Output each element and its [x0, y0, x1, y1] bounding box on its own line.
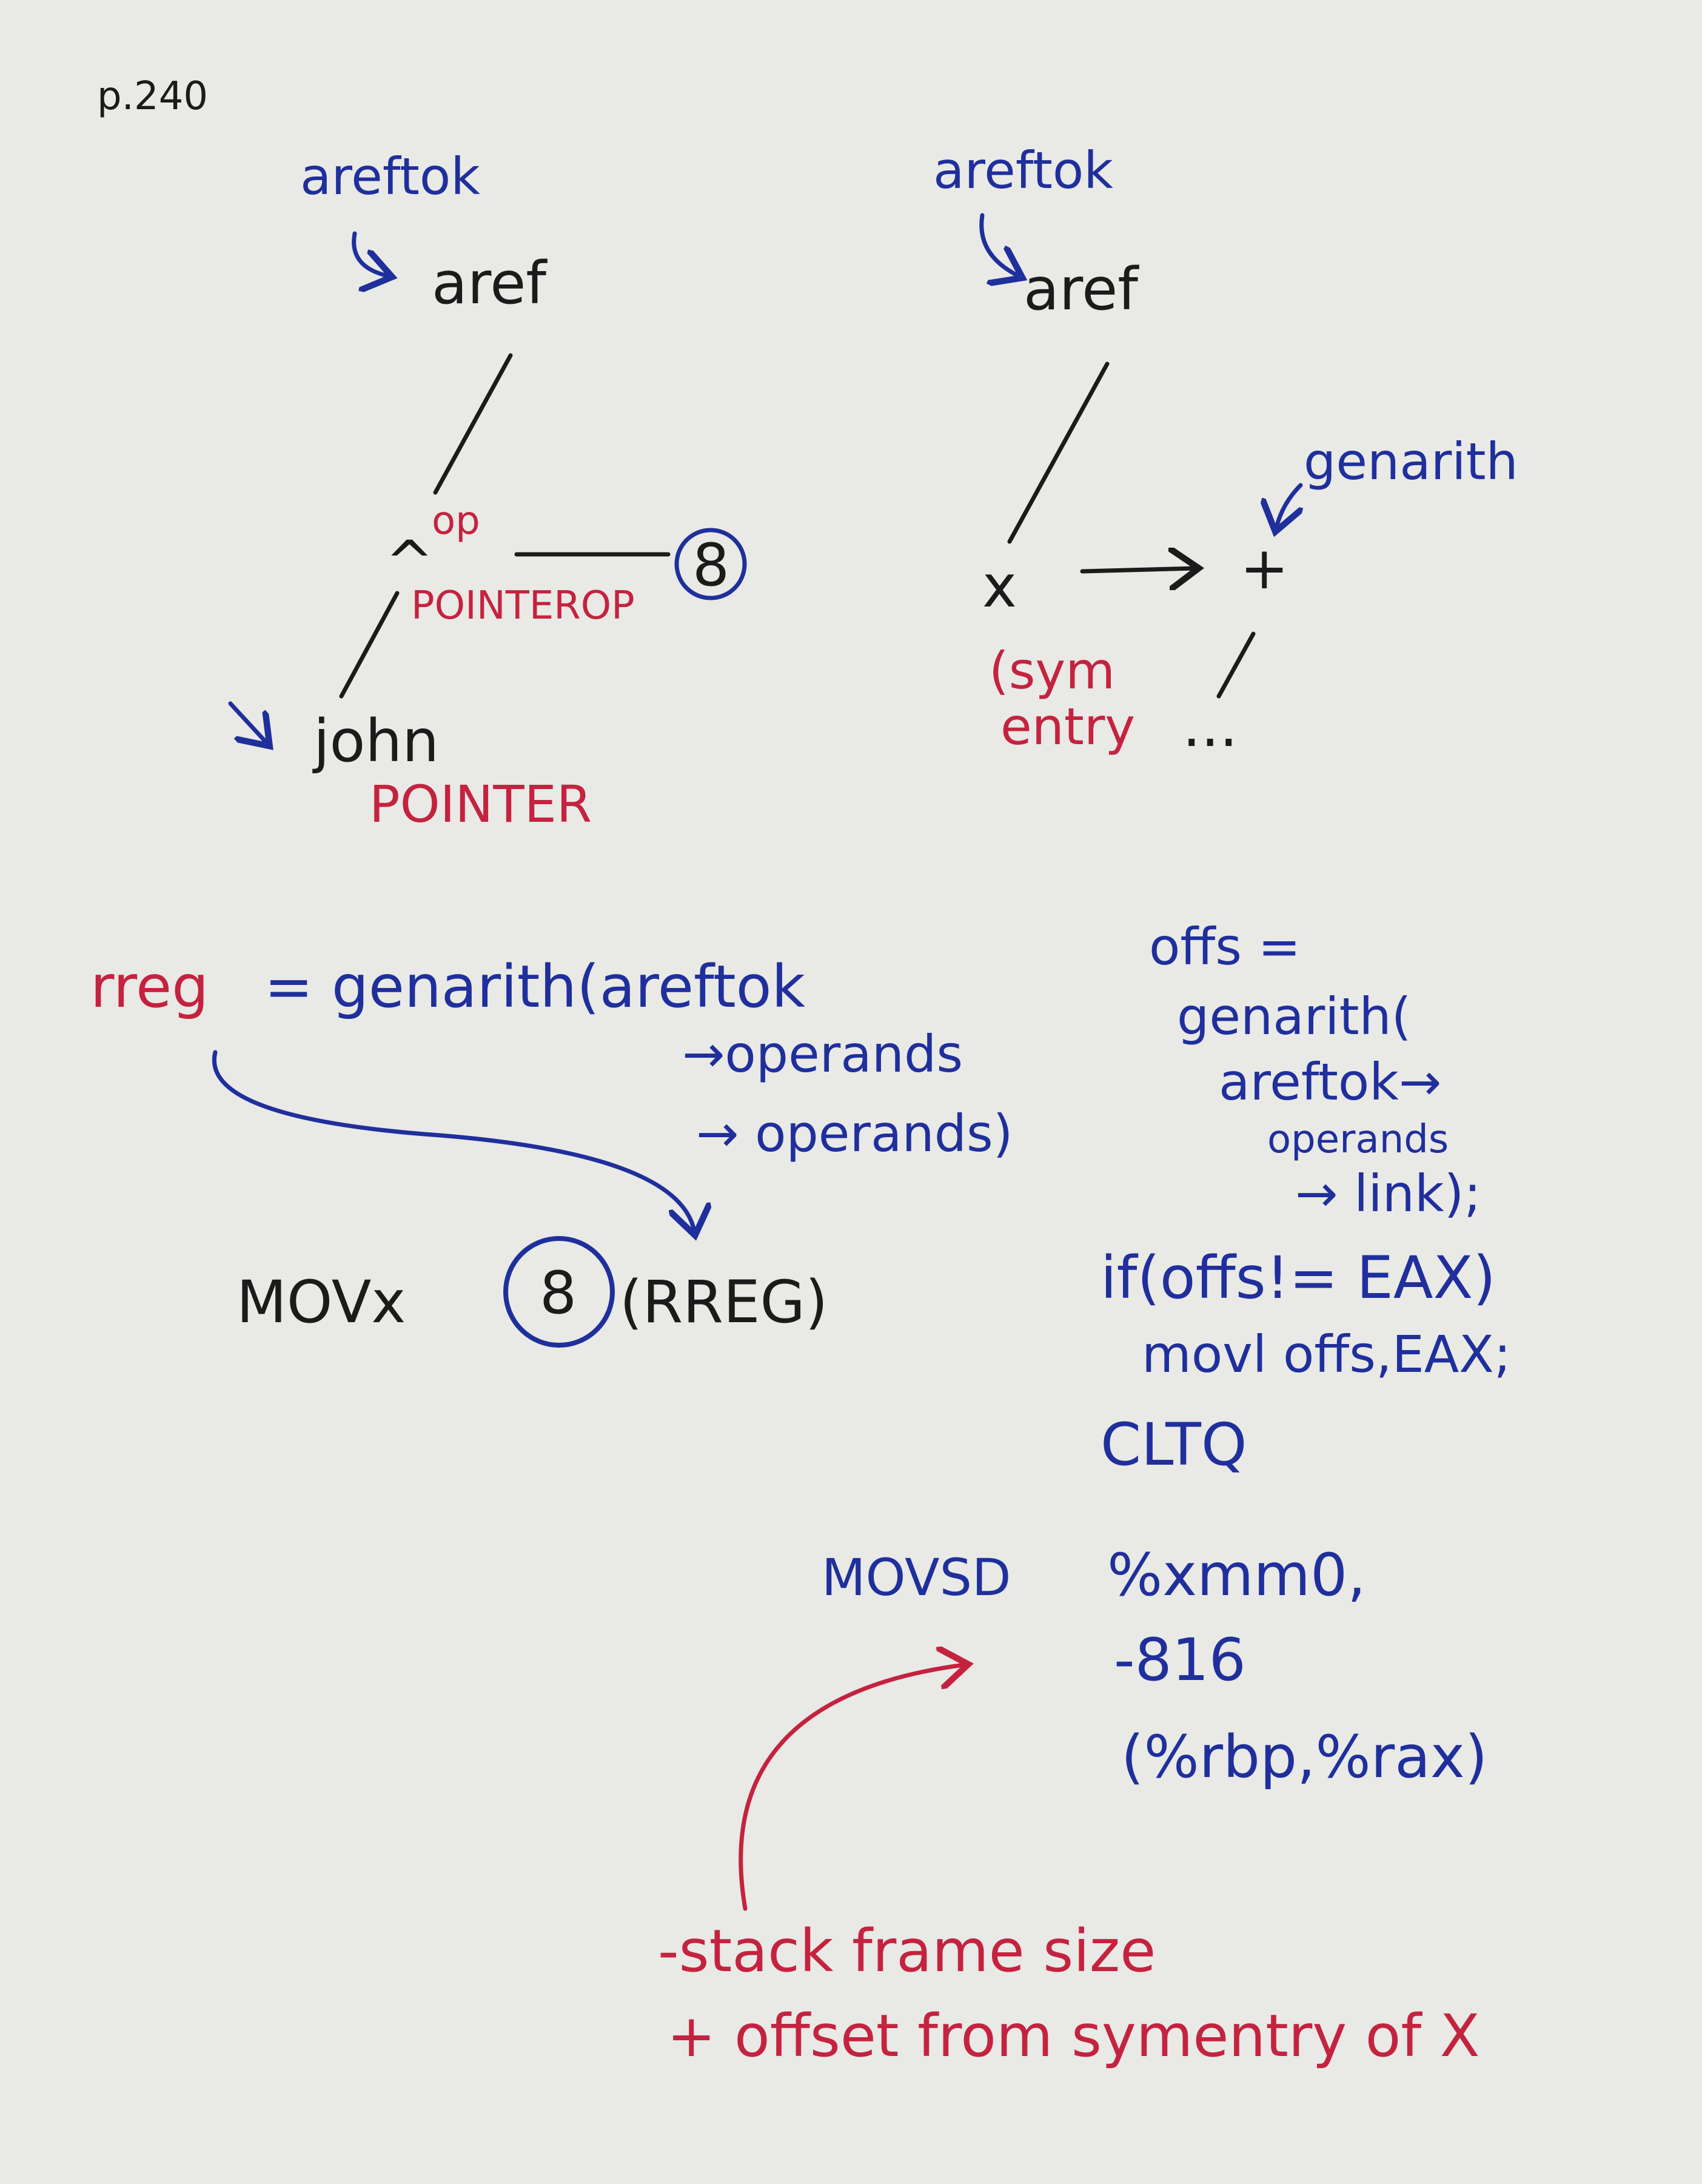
annotation-line-1: -stack frame size	[658, 1917, 1156, 1985]
constant-8: 8	[540, 1259, 577, 1327]
code-line: CLTQ	[1101, 1411, 1247, 1479]
code-line: if(offs!= EAX)	[1101, 1244, 1496, 1312]
movsd-line: %xmm0,	[1107, 1541, 1366, 1609]
page-reference: p.240	[97, 74, 208, 119]
constant-8: 8	[692, 531, 729, 599]
movsd-instr: MOVSD	[822, 1548, 1011, 1607]
tree-edge	[339, 591, 400, 699]
op-node: ^	[385, 528, 434, 596]
genarith-call: = genarith(areftok	[264, 953, 805, 1021]
constant-circle	[674, 528, 747, 600]
x-node: x	[982, 553, 1017, 620]
code-line: genarith(	[1177, 987, 1412, 1046]
code-line: areftok→	[1219, 1052, 1441, 1112]
tree-edge	[1080, 568, 1194, 571]
code-line: operands	[1267, 1117, 1449, 1162]
left-tree: areftok aref ^ op 8 POINTEROP john POINT…	[228, 147, 747, 834]
ellipsis: ...	[1182, 692, 1238, 760]
sym-entry-note-2: entry	[1000, 697, 1135, 756]
genarith-note: genarith	[1304, 432, 1518, 491]
leaf-john: john	[312, 707, 439, 775]
operands-2: → operands)	[696, 1104, 1013, 1163]
plus-node: +	[1240, 534, 1288, 602]
right-token-label: areftok	[933, 141, 1113, 200]
tree-edge	[433, 353, 513, 495]
left-root-aref: aref	[432, 249, 548, 317]
movsd-line: (%rbp,%rax)	[1121, 1723, 1487, 1791]
movx-instr: MOVx	[236, 1268, 406, 1336]
tree-edge	[1216, 631, 1256, 699]
rreg-var: rreg	[90, 953, 209, 1021]
op-type: POINTEROP	[411, 583, 635, 628]
token-arrow	[979, 213, 1019, 276]
left-code: rreg = genarith(areftok →operands → oper…	[90, 953, 1013, 1348]
right-code: offs = genarith( areftok→ operands → lin…	[822, 917, 1511, 1791]
tree-edge	[1007, 361, 1110, 544]
right-tree: areftok aref x + genarith (sym entry ...	[933, 141, 1518, 760]
sym-entry-note-1: (sym	[989, 641, 1115, 701]
offset-arrow	[739, 1665, 964, 1911]
movsd-line: -816	[1114, 1626, 1246, 1694]
leaf-arrow	[228, 701, 267, 743]
constant-circle	[503, 1236, 615, 1348]
leaf-type: POINTER	[369, 774, 592, 834]
code-line: offs =	[1149, 917, 1301, 976]
code-line: movl offs,EAX;	[1142, 1325, 1511, 1384]
genarith-arrow	[1276, 483, 1301, 528]
annotation-line-2: + offset from symentry of X	[667, 2002, 1479, 2070]
operands-1: →operands	[682, 1024, 963, 1084]
stack-offset-annotation: -stack frame size + offset from symentry…	[658, 1665, 1479, 2070]
right-root-aref: aref	[1024, 255, 1139, 323]
code-line: → link);	[1295, 1164, 1481, 1223]
rreg-operand: (RREG)	[620, 1268, 828, 1336]
token-arrow	[352, 231, 388, 276]
rreg-arrow	[212, 1050, 694, 1231]
op-tag: op	[432, 499, 480, 543]
left-token-label: areftok	[300, 147, 480, 206]
